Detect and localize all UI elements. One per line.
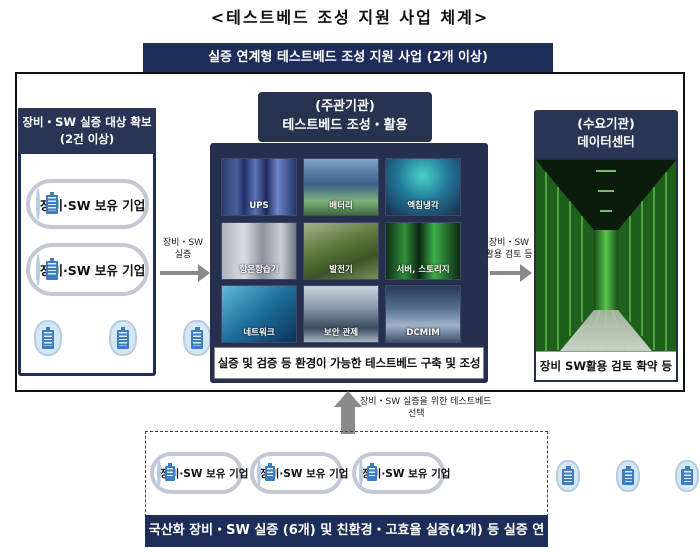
building-icon [616,460,641,492]
center-tab-line2: 테스트베드 조성・활용 [282,118,408,133]
tile-label: 액침냉각 [407,201,439,211]
tile-label: DCMIM [406,328,440,338]
left-header-line2: (2건 이상) [59,132,115,146]
left-arrow-label-line1: 장비・SW [162,238,204,248]
tile-label: 네트워크 [243,328,275,338]
right-panel-header: (수요기관) 데이터센터 [534,110,678,158]
tile-generator: 발전기 [303,222,379,280]
tile-label: UPS [249,201,269,211]
company-pill-bottom-2: 장비·SW 보유 기업 [250,452,348,494]
company-label: 장비·SW 보유 기업 [260,467,349,480]
left-header-line1: 장비・SW 실증 대상 확보 [22,115,152,129]
tile-crac: 항온항습기 [221,222,297,280]
building-icon [556,460,581,492]
up-arrow-label-line2: 선택 [408,409,425,419]
company-pill-left-1: 장비·SW 보유 기업 [26,179,149,229]
tile-immersion-cooling: 액침냉각 [385,158,461,216]
up-arrow-label: 장비・SW 실증을 위한 테스트베드 선택 [360,396,510,420]
right-arrow-label-line2: 활용 검토 등 [485,250,533,260]
left-arrow-label-line2: 실증 [174,250,192,260]
right-arrow-label: 장비・SW 활용 검토 등 [480,237,538,261]
company-label: 장비·SW 보유 기업 [160,467,249,480]
company-pill-bottom-1: 장비·SW 보유 기업 [150,452,248,494]
company-label: 장비·SW 보유 기업 [40,263,146,278]
tile-label: 서버, 스토리지 [396,265,450,275]
up-arrow-head [334,391,362,407]
tile-label: 항온항습기 [239,265,279,275]
center-tab-line1: (주관기관) [315,99,375,114]
center-panel-header: (주관기관) 테스트베드 조성・활용 [258,92,432,142]
tile-ups: UPS [221,158,297,216]
up-arrow-label-line1: 장비・SW 실증을 위한 테스트베드 [360,397,492,407]
tile-server-storage: 서버, 스토리지 [385,222,461,280]
building-icon [34,320,62,356]
left-panel-header: 장비・SW 실증 대상 확보 (2건 이상) [18,108,156,154]
company-pill-bottom-3: 장비·SW 보유 기업 [352,452,450,494]
building-icon [675,460,700,492]
right-arrow-label-line1: 장비・SW [488,238,530,248]
right-tab-line2: 데이터센터 [577,134,635,149]
tile-label: 배터리 [329,201,353,211]
top-banner: 실증 연계형 테스트베드 조성 지원 사업 (2개 이상) [143,43,553,73]
datacenter-corridor-illustration [536,160,676,380]
tile-battery: 배터리 [303,158,379,216]
building-icon [183,320,212,356]
company-pill-left-2: 장비·SW 보유 기업 [26,243,149,296]
tile-security-control: 보안 관제 [303,285,379,343]
left-arrow-shaft [160,271,200,275]
company-label: 장비·SW 보유 기업 [40,197,146,213]
right-tab-line1: (수요기관) [577,116,635,131]
datacenter-photo [534,158,678,382]
tile-label: 보안 관제 [323,328,359,338]
right-caption: 장비 SW활용 검토 확약 등 [536,351,676,380]
right-arrow-head [520,264,532,282]
tile-dcim: DCMIM [385,285,461,343]
diagram-title: <테스트베드 조성 지원 사업 체계> [210,8,490,27]
left-arrow-head [198,264,210,282]
company-label: 장비·SW 보유 기업 [362,467,451,480]
left-arrow-label: 장비・SW 실증 [158,237,208,261]
up-arrow-shaft [341,406,355,434]
building-icon [109,320,138,356]
tile-network: 네트워크 [221,285,297,343]
center-caption: 실증 및 검증 등 환경이 가능한 테스트베드 구축 및 조성 [214,347,484,379]
bottom-banner: 국산화 장비・SW 실증 (6개) 및 친환경・고효율 실증(4개) 등 실증 … [145,515,548,547]
right-arrow-shaft [490,271,522,275]
tile-label: 발전기 [329,265,353,275]
